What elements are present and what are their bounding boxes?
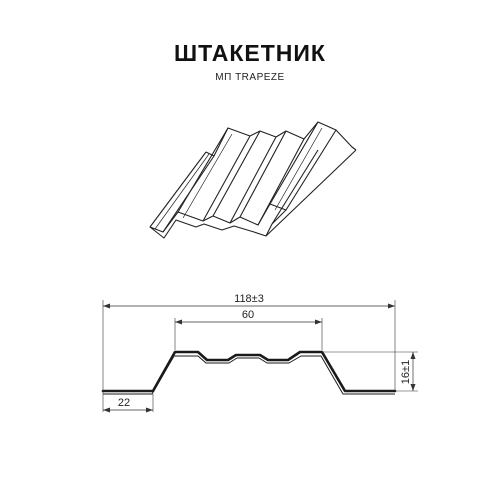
front-profile-outline — [149, 203, 287, 239]
cross-section: 118±3 60 22 16±1 — [101, 293, 418, 413]
back-profile-outline — [205, 121, 357, 157]
dim-overall-width — [103, 303, 395, 309]
dim-top-width — [175, 319, 322, 325]
isometric-view — [149, 121, 357, 239]
product-subtitle: МП TRAPEZE — [215, 72, 285, 83]
overall-width-label: 118±3 — [234, 293, 264, 305]
height-label: 16±1 — [400, 360, 412, 384]
dim-flange-width — [103, 407, 153, 413]
dim-height — [410, 352, 416, 391]
section-profile — [101, 350, 397, 393]
flange-width-label: 22 — [118, 397, 130, 409]
product-title: ШТАКЕТНИК — [174, 40, 326, 66]
top-width-label: 60 — [242, 309, 254, 321]
